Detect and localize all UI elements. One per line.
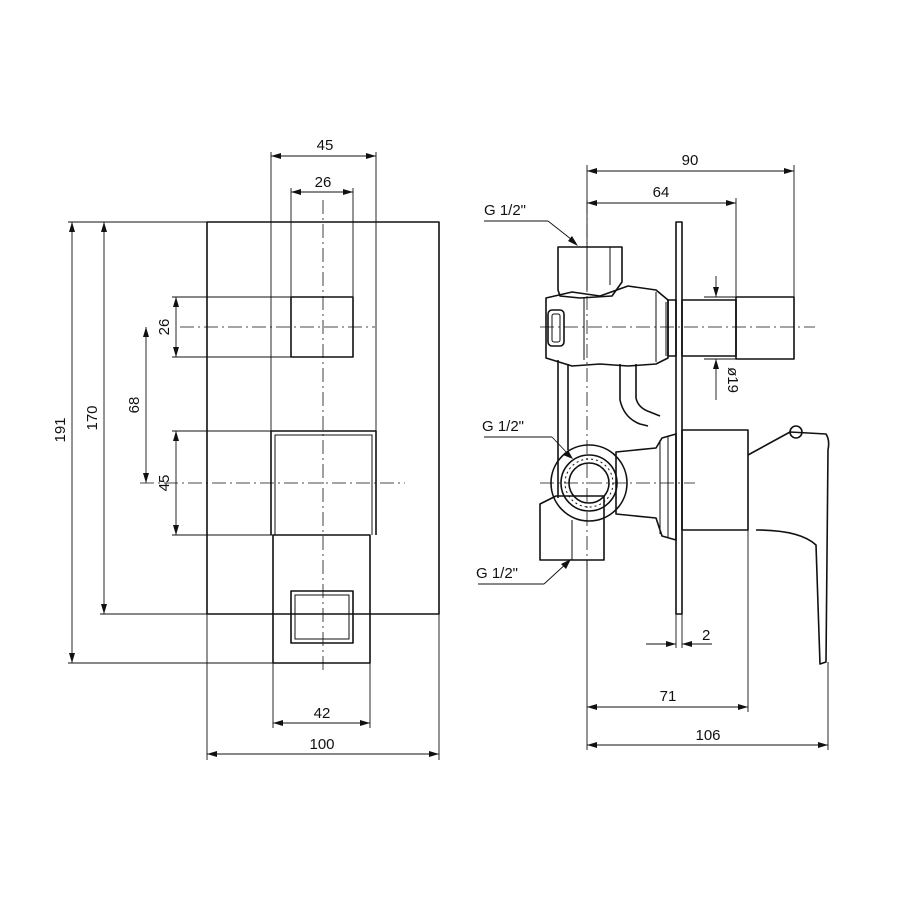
front-view: 45 26 42 100 191 170 68 26 45	[52, 137, 440, 760]
depth-body-label: 71	[660, 688, 677, 705]
plate-width-label: 100	[309, 736, 334, 753]
mixer-cartridge	[615, 433, 677, 541]
connection-pipe	[619, 364, 649, 427]
thread-middle-label: G 1/2"	[482, 418, 524, 435]
diverter-stem	[681, 299, 737, 357]
thread-top-label: G 1/2"	[484, 202, 526, 219]
height-outer-label: 191	[52, 417, 69, 442]
depth-inner-label: 64	[653, 184, 670, 201]
depth-outer-label: 90	[682, 152, 699, 169]
centers-label: 68	[126, 397, 143, 414]
height-inner-label: 170	[84, 405, 101, 430]
handle-width-label: 45	[317, 137, 334, 154]
diverter-nut	[547, 309, 565, 347]
thread-bottom-label: G 1/2"	[476, 565, 518, 582]
diverter-knob-side	[735, 296, 795, 360]
lever-pin	[789, 425, 803, 439]
diverter-width-label: 26	[315, 174, 332, 191]
handle-inner-edge	[274, 434, 373, 535]
depth-total-label: 106	[695, 727, 720, 744]
diameter-label: ø19	[724, 367, 741, 393]
lever-window-inner	[294, 594, 350, 640]
diverter-housing	[545, 285, 669, 367]
wall-plate	[675, 221, 683, 615]
lever-plate	[272, 534, 371, 664]
lever-window	[290, 590, 354, 644]
side-view: 90 64 ø19 2 71 106 G 1/2" G 1/2" G 1/2"	[476, 152, 830, 750]
handle-height-label: 45	[156, 475, 173, 492]
diverter-height-label: 26	[156, 319, 173, 336]
bottom-inlet-body	[539, 495, 605, 561]
plate-thickness-label: 2	[702, 627, 710, 644]
diverter-stem-collar	[667, 299, 677, 357]
lever-side	[747, 431, 830, 665]
handle-body-side	[681, 429, 749, 531]
top-inlet-body	[557, 246, 623, 299]
spout-width-label: 42	[314, 705, 331, 722]
